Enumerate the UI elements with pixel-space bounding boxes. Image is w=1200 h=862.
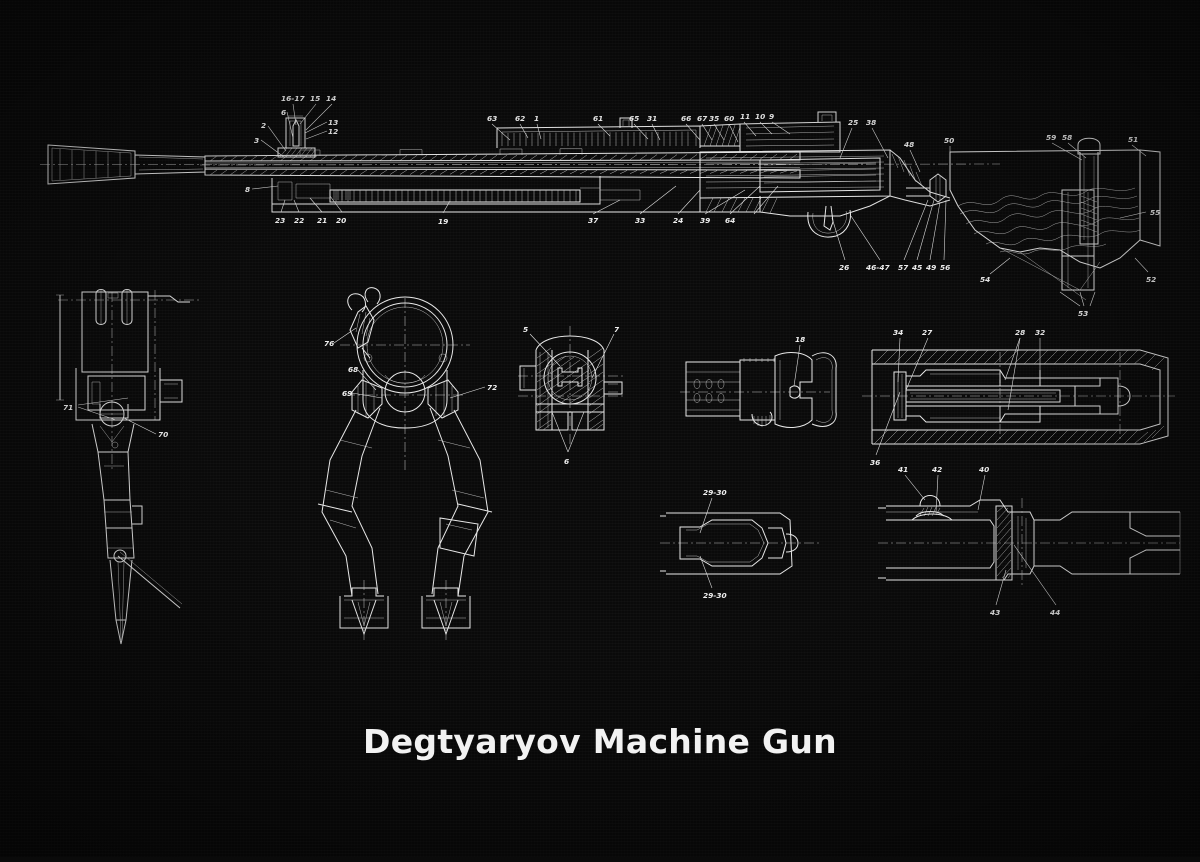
callout-54: 54 [980,275,990,284]
callout-20: 20 [336,216,346,225]
figure-bipod-assembly-detail: 76 68 69 72 [318,288,497,640]
pan-magazine-and-feed: 63 62 1 61 65 31 66 67 35 60 11 10 9 [487,112,840,152]
callout-68: 68 [348,365,358,374]
callout-24: 24 [673,216,683,225]
callout-45: 45 [912,263,922,272]
callout-31: 31 [647,114,657,123]
callout-27: 27 [922,328,933,337]
callout-61: 61 [593,114,603,123]
callout-16-17: 16-17 [281,94,305,103]
callout-29-30-top: 29-30 [703,488,727,497]
callout-41: 41 [898,465,908,474]
callout-29-30-bottom: 29-30 [703,591,727,600]
callout-70: 70 [158,430,168,439]
callout-60: 60 [724,114,734,123]
muzzle-flash-hider [40,145,300,184]
callout-55: 55 [1150,208,1160,217]
callout-22: 22 [294,216,304,225]
callout-11: 11 [740,112,750,121]
callout-64: 64 [725,216,735,225]
callout-21: 21 [317,216,327,225]
callout-59: 59 [1046,133,1056,142]
figure-bolt-carrier-detail: 18 [680,335,836,427]
callout-66: 66 [681,114,691,123]
callout-12: 12 [328,127,338,136]
callout-37: 37 [588,216,599,225]
callout-52: 52 [1146,275,1156,284]
callout-48: 48 [904,140,914,149]
page-title: Degtyaryov Machine Gun [363,722,837,761]
callout-67: 67 [697,114,708,123]
callout-33: 33 [635,216,645,225]
butt-stock: 48 50 59 58 51 55 52 54 53 [904,133,1160,318]
callout-14: 14 [326,94,336,103]
callout-3: 3 [254,136,259,145]
callout-50: 50 [944,136,954,145]
callout-5: 5 [523,325,528,334]
callout-42: 42 [932,465,942,474]
callout-35: 35 [709,114,719,123]
callout-9: 9 [769,112,774,121]
figure-receiver-longitudinal-section-detail: 34 27 28 32 36 [862,328,1175,467]
callout-10: 10 [755,112,765,121]
callout-62: 62 [515,114,525,123]
callout-43: 43 [990,608,1000,617]
callout-6-main: 6 [281,108,286,117]
callout-69: 69 [342,389,352,398]
callout-38: 38 [866,118,876,127]
callout-6-detail: 6 [564,457,569,466]
callout-26: 26 [839,263,849,272]
callout-53: 53 [1078,309,1088,318]
callout-8: 8 [245,185,250,194]
callout-49: 49 [926,263,936,272]
callout-34: 34 [893,328,903,337]
callout-19: 19 [438,217,448,226]
front-sight-assembly: 16-17 15 14 6 13 12 2 3 [254,94,338,157]
callout-76: 76 [324,339,334,348]
figure-gas-block-section-detail: 5 7 6 [518,325,625,466]
callout-1: 1 [534,114,539,123]
callout-32: 32 [1035,328,1045,337]
callout-2: 2 [261,121,266,130]
callout-58: 58 [1062,133,1072,142]
figure-main-cutaway-assembly: 16-17 15 14 6 13 12 2 3 [40,94,1160,318]
callout-63: 63 [487,114,497,123]
poster-title-container: Degtyaryov Machine Gun [0,722,1200,761]
figure-extractor-detail: 29-30 29-30 [660,488,820,600]
callout-18: 18 [795,335,805,344]
callout-28: 28 [1015,328,1025,337]
callout-7: 7 [614,325,620,334]
callout-65: 65 [629,114,639,123]
callout-23: 23 [275,216,285,225]
callout-40: 40 [979,465,989,474]
callout-39: 39 [700,216,710,225]
receiver-and-trigger-group: 37 33 24 39 64 26 46-47 [588,150,950,272]
callout-56: 56 [940,263,950,272]
callout-13: 13 [328,118,338,127]
callout-36: 36 [870,458,880,467]
stock-pin-callouts: 57 45 49 56 [898,174,950,272]
callout-44: 44 [1050,608,1060,617]
callout-72: 72 [487,383,497,392]
figure-gas-regulator-detail: 41 42 40 43 44 [878,465,1180,617]
callout-57: 57 [898,263,909,272]
callout-46-47: 46-47 [866,263,890,272]
callout-15: 15 [310,94,320,103]
callout-51: 51 [1128,135,1138,144]
figure-bipod-leg-detail: 71 70 [56,290,200,645]
callout-71: 71 [63,403,73,412]
callout-25: 25 [848,118,858,127]
